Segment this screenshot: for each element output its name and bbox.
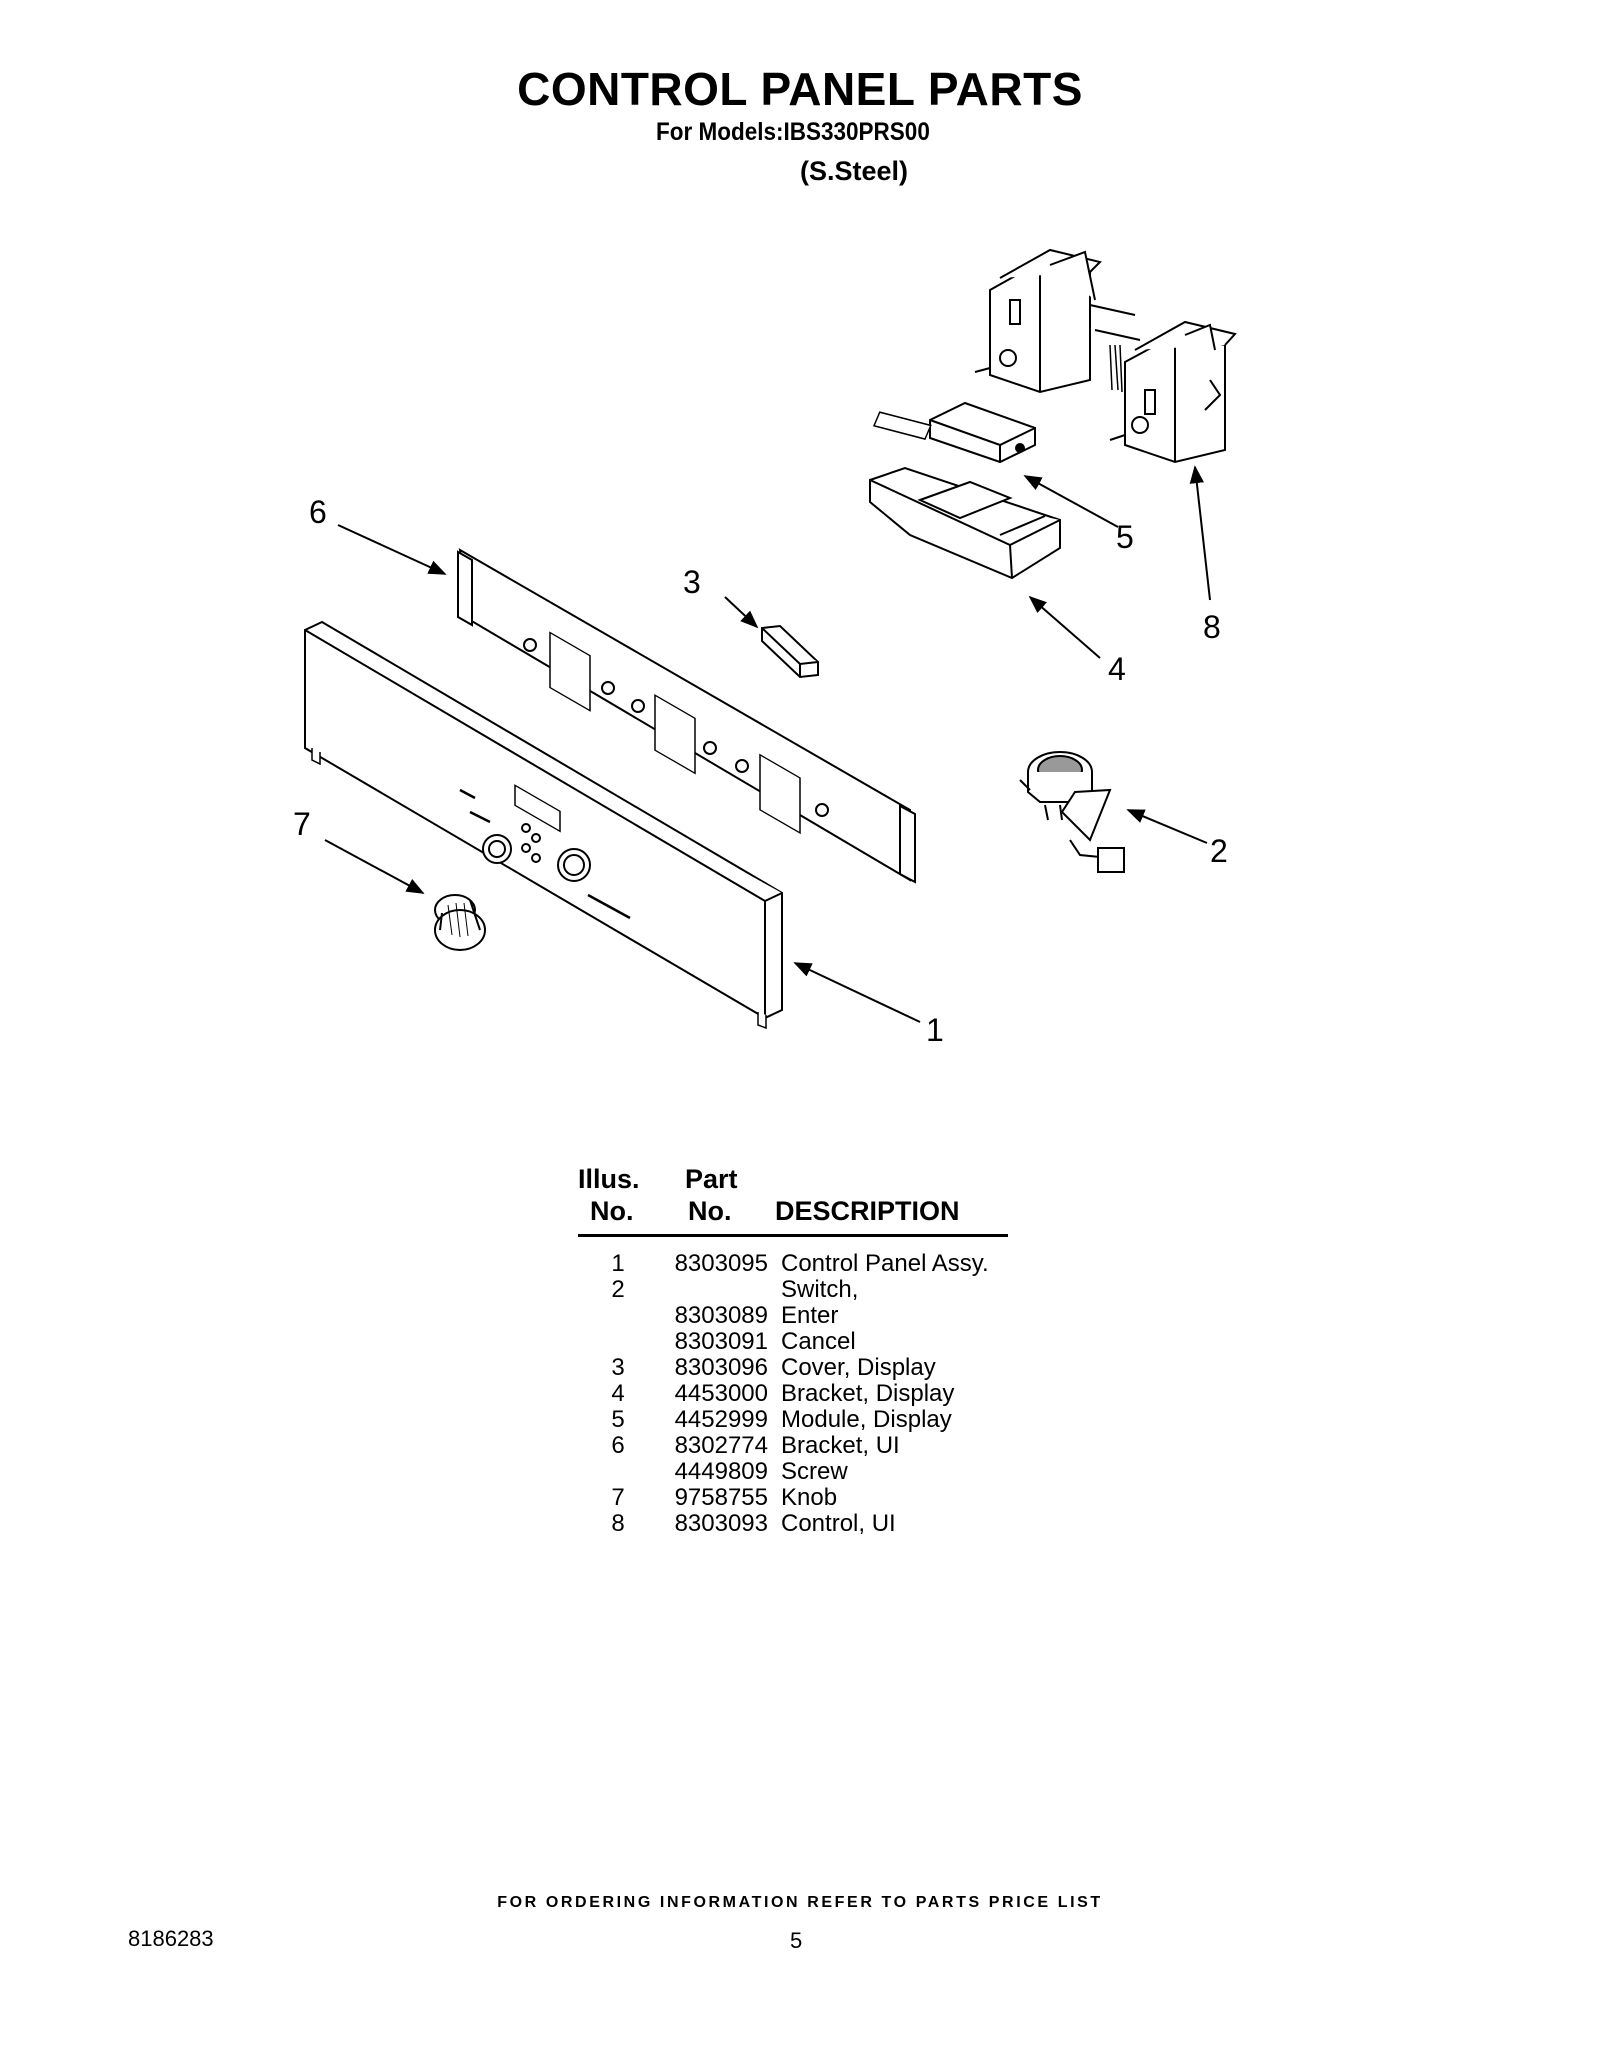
callout-1: 1 <box>926 1012 944 1048</box>
callout-8: 8 <box>1203 609 1221 645</box>
illus-no: 2 <box>611 1276 625 1303</box>
page-title: CONTROL PANEL PARTS <box>517 63 1083 115</box>
switch-part-2 <box>1019 751 1125 873</box>
exploded-parts-diagram: 6 3 5 4 8 2 7 1 <box>293 248 1237 1048</box>
illus-no: 7 <box>611 1484 625 1511</box>
illus-no: 1 <box>611 1250 625 1277</box>
part-no: 8303089 <box>674 1302 768 1329</box>
illus-no: 8 <box>611 1510 625 1537</box>
part-header-bottom: No. <box>688 1196 732 1226</box>
illus-no: 4 <box>611 1380 625 1407</box>
knob-part-7 <box>434 894 486 951</box>
callout-6: 6 <box>309 494 327 530</box>
table-row: 1 8303095 Control Panel Assy. <box>580 1250 1040 1277</box>
finish-label: (S.Steel) <box>800 156 909 186</box>
part-no: 9758755 <box>674 1484 768 1511</box>
header-rule <box>578 1234 1008 1237</box>
part-no: 8303095 <box>674 1250 768 1277</box>
part-no: 4452999 <box>674 1406 768 1433</box>
part-description: Screw <box>781 1458 848 1485</box>
description-header: DESCRIPTION <box>775 1196 960 1226</box>
illus-no: 6 <box>611 1432 625 1459</box>
table-row: 2 Switch, <box>580 1276 1040 1303</box>
display-bracket-part-4 <box>869 466 1061 580</box>
part-description: Control, UI <box>781 1510 896 1537</box>
table-row: 8303089 Enter <box>580 1302 1040 1329</box>
table-row: 6 8302774 Bracket, UI <box>580 1432 1040 1459</box>
display-cover-part-3 <box>761 624 819 679</box>
callout-5: 5 <box>1116 519 1134 555</box>
part-description: Bracket, UI <box>781 1432 900 1459</box>
illus-no: 3 <box>611 1354 625 1381</box>
ui-control-part-8 <box>974 248 1237 464</box>
part-description: Cancel <box>781 1328 856 1355</box>
part-description: Bracket, Display <box>781 1380 955 1407</box>
part-no: 4449809 <box>674 1458 768 1485</box>
callout-4: 4 <box>1108 651 1126 687</box>
illus-header-bottom: No. <box>590 1196 634 1226</box>
illus-header-top: Illus. <box>578 1164 640 1194</box>
part-description: Module, Display <box>781 1406 952 1433</box>
part-description: Enter <box>781 1302 839 1329</box>
table-row: 5 4452999 Module, Display <box>580 1406 1040 1433</box>
part-no: 8303093 <box>674 1510 768 1537</box>
table-row: 3 8303096 Cover, Display <box>580 1354 1040 1381</box>
table-row: 4449809 Screw <box>580 1458 1040 1485</box>
document-number: 8186283 <box>128 1926 214 1951</box>
table-row: 7 9758755 Knob <box>580 1484 1040 1511</box>
page-number: 5 <box>790 1928 803 1953</box>
illus-no: 5 <box>611 1406 625 1433</box>
part-no: 4453000 <box>674 1380 768 1407</box>
part-no: 8303091 <box>674 1328 768 1355</box>
part-description: Cover, Display <box>781 1354 936 1381</box>
ordering-note: FOR ORDERING INFORMATION REFER TO PARTS … <box>497 1894 1103 1911</box>
callout-3: 3 <box>683 564 701 600</box>
callout-arrows <box>324 465 1211 1023</box>
part-header-top: Part <box>685 1164 738 1194</box>
part-description: Control Panel Assy. <box>781 1250 989 1277</box>
part-no: 8302774 <box>674 1432 768 1459</box>
part-description: Switch, <box>781 1276 859 1303</box>
table-row: 4 4453000 Bracket, Display <box>580 1380 1040 1407</box>
part-description: Knob <box>781 1484 838 1511</box>
callout-2: 2 <box>1210 833 1228 869</box>
callout-7: 7 <box>293 806 311 842</box>
part-no: 8303096 <box>674 1354 768 1381</box>
models-line: For Models:IBS330PRS00 <box>656 118 930 146</box>
control-panel-part-1 <box>304 620 783 1030</box>
ui-bracket-part-6 <box>457 548 916 884</box>
table-row: 8 8303093 Control, UI <box>580 1510 1040 1537</box>
display-module-part-5 <box>872 401 1036 464</box>
table-row: 8303091 Cancel <box>580 1328 1040 1355</box>
